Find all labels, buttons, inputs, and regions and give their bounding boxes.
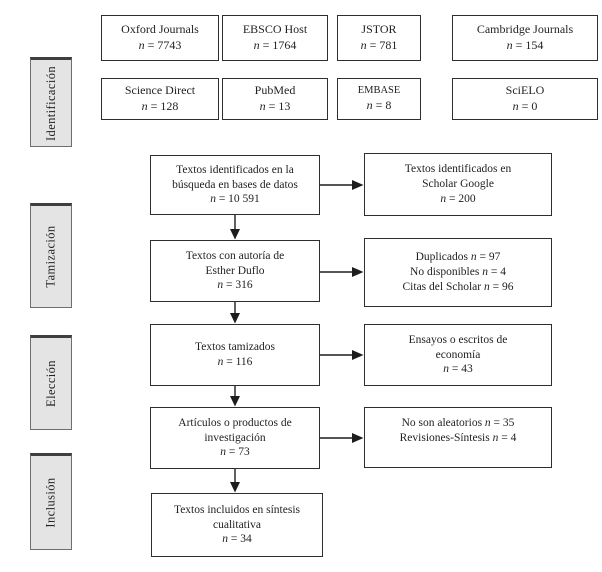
- arrow-authored-to-screened: [230, 302, 240, 324]
- source-count: n = 128: [141, 99, 179, 113]
- stage-tamizacion: Tamización: [30, 203, 72, 308]
- source-name: EBSCO Host: [242, 22, 308, 37]
- flow-box-excluded-articles: No son aleatorios n = 35 Revisiones-Sínt…: [364, 407, 552, 468]
- source-box-scielo: SciELO n = 0: [452, 78, 598, 120]
- box-count: n = 200: [440, 192, 476, 205]
- source-count: n = 8: [366, 98, 392, 113]
- box-text: Textos con autoría de Esther Duflo: [185, 249, 285, 277]
- source-name: JSTOR: [361, 22, 397, 37]
- stage-identificacion: Identificación: [30, 57, 72, 147]
- source-count: n = 1764: [253, 38, 297, 52]
- box-text: Textos incluidos en síntesis cualitativa: [173, 503, 300, 531]
- source-name: Science Direct: [124, 83, 196, 98]
- flow-box-screened: Textos tamizados n = 116: [150, 324, 320, 386]
- source-count: n = 781: [360, 38, 398, 52]
- flow-box-identified-scholar: Textos identificados en Scholar Google n…: [364, 153, 552, 216]
- box-text: Textos identificados en Scholar Google: [404, 163, 512, 191]
- source-box-cambridge-journals: Cambridge Journals n = 154: [452, 15, 598, 61]
- box-text: Textos identificados en la búsqueda en b…: [172, 163, 298, 191]
- source-count: n = 154: [506, 38, 544, 52]
- source-name: EMBASE: [357, 85, 401, 97]
- source-name: Oxford Journals: [121, 22, 199, 37]
- excluded-line: Revisiones-Síntesis n = 4: [399, 431, 517, 444]
- source-box-embase: EMBASE n = 8: [337, 78, 421, 120]
- flow-box-excluded-essays: Ensayos o escritos de economía n = 43: [364, 324, 552, 386]
- arrow-articles-to-included: [230, 469, 240, 493]
- flow-box-articles: Artículos o productos de investigación n…: [150, 407, 320, 469]
- excluded-line: No disponibles n = 4: [410, 266, 506, 279]
- flow-box-authored: Textos con autoría de Esther Duflo n = 3…: [150, 240, 320, 302]
- arrow-screened-to-articles: [230, 386, 240, 407]
- source-name: PubMed: [254, 83, 296, 98]
- arrow-identified-to-authored: [230, 215, 240, 240]
- box-text: Textos tamizados: [195, 341, 275, 354]
- source-name: Cambridge Journals: [476, 22, 574, 37]
- source-box-pubmed: PubMed n = 13: [222, 78, 328, 120]
- arrow-screened-to-essays: [320, 350, 364, 360]
- box-count: n = 34: [222, 533, 252, 546]
- source-count: n = 0: [512, 99, 538, 113]
- box-text: Artículos o productos de investigación: [178, 416, 292, 444]
- excluded-line: Duplicados n = 97: [415, 251, 501, 264]
- stage-label: Inclusión: [43, 477, 58, 528]
- arrow-identified-to-scholar: [320, 180, 364, 190]
- stage-label: Tamización: [43, 225, 58, 288]
- source-count: n = 7743: [138, 38, 182, 52]
- box-count: n = 43: [443, 363, 473, 376]
- source-box-jstor: JSTOR n = 781: [337, 15, 421, 61]
- source-box-oxford-journals: Oxford Journals n = 7743: [101, 15, 219, 61]
- flow-box-excluded-screening: Duplicados n = 97 No disponibles n = 4 C…: [364, 238, 552, 307]
- stage-label: Identificación: [43, 65, 58, 141]
- box-count: n = 116: [217, 356, 253, 368]
- source-name: SciELO: [505, 83, 545, 98]
- flow-box-identified-db: Textos identificados en la búsqueda en b…: [150, 155, 320, 215]
- source-box-ebsco-host: EBSCO Host n = 1764: [222, 15, 328, 61]
- box-count: n = 10 591: [210, 193, 260, 206]
- box-count: n = 73: [220, 446, 250, 459]
- stage-eleccion: Elección: [30, 335, 72, 430]
- source-count: n = 13: [259, 99, 291, 113]
- box-text: Ensayos o escritos de economía: [408, 333, 508, 361]
- flow-box-included: Textos incluidos en síntesis cualitativa…: [151, 493, 323, 557]
- stage-label: Elección: [43, 360, 58, 407]
- excluded-line: No son aleatorios n = 35: [401, 417, 515, 429]
- stage-inclusion: Inclusión: [30, 453, 72, 550]
- arrow-authored-to-excluded: [320, 267, 364, 277]
- box-count: n = 316: [217, 279, 253, 292]
- excluded-line: Citas del Scholar n = 96: [402, 280, 514, 293]
- source-box-science-direct: Science Direct n = 128: [101, 78, 219, 120]
- arrow-articles-to-excluded: [320, 433, 364, 443]
